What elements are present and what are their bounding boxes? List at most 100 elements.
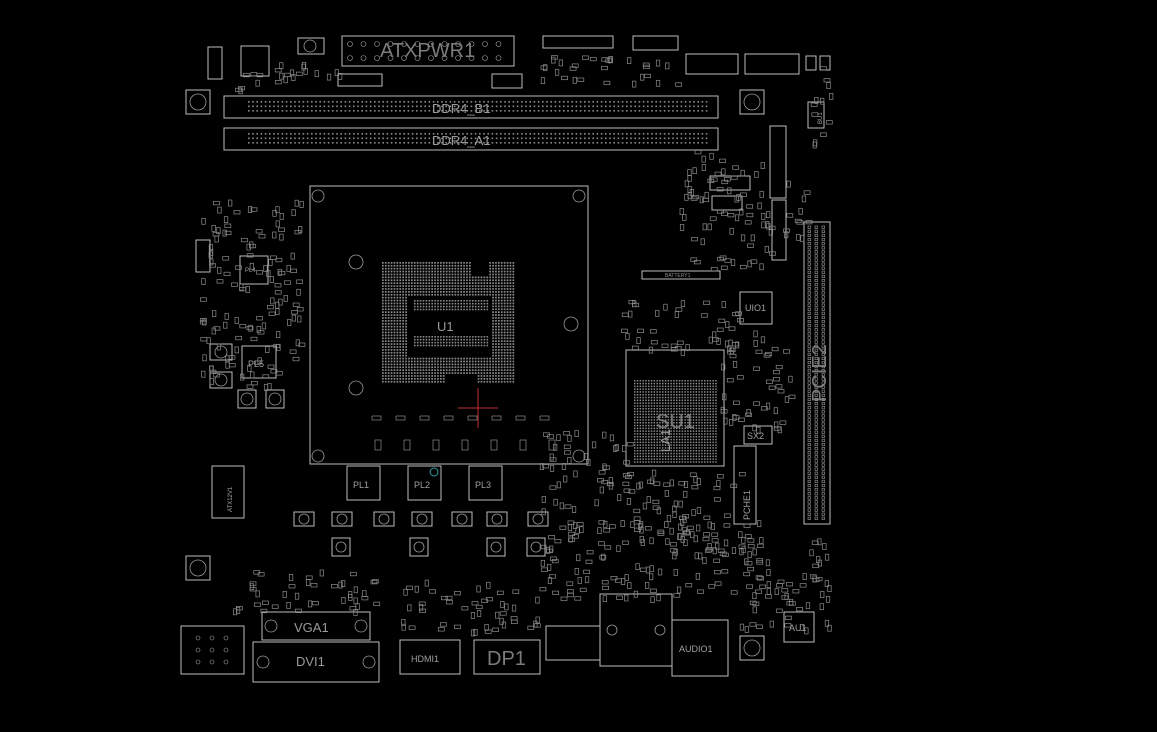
dimm-pin	[248, 101, 250, 103]
capacitor-ring	[335, 541, 347, 553]
cpu-land	[431, 264, 433, 267]
bios-label: BU1	[818, 112, 824, 124]
cpu-land	[483, 336, 486, 338]
cpu-land	[387, 264, 390, 267]
dimm-pin	[579, 133, 582, 135]
cpu-land	[498, 267, 500, 270]
smd-pad	[774, 588, 779, 595]
pch-ball	[701, 438, 703, 441]
dimm-pin	[504, 133, 506, 135]
dimm-pin	[546, 133, 548, 135]
smd-pad	[670, 548, 677, 553]
pch-ball	[650, 394, 653, 396]
smd-pad	[246, 243, 251, 251]
smd-pad	[759, 263, 764, 271]
dimm-pin	[642, 105, 645, 108]
pch-ball	[636, 408, 639, 410]
dimm-pin	[630, 137, 632, 140]
pch-ball	[695, 416, 698, 418]
pch-ball	[634, 405, 636, 407]
dimm-pin	[596, 142, 599, 144]
cpu-land	[419, 305, 422, 308]
pch-ball	[673, 447, 675, 449]
cpu-land	[509, 322, 512, 325]
smd-pad	[338, 581, 343, 589]
cpu-land	[463, 366, 465, 369]
pch-ball	[645, 455, 647, 458]
pcie-pin	[807, 303, 811, 307]
dimm-pin	[600, 142, 603, 144]
dimm-pin	[256, 133, 258, 135]
cpu-land	[492, 369, 494, 371]
pch-ball	[692, 436, 695, 438]
pch-header-label: PCHE1	[742, 490, 752, 520]
pch-ball	[664, 447, 667, 449]
cpu-land	[489, 267, 491, 270]
dimm-pin	[617, 137, 620, 140]
cpu-land	[457, 300, 460, 302]
pch-ball	[715, 450, 717, 452]
pch-ball	[667, 394, 670, 396]
dimm-pin	[689, 133, 691, 135]
smd-pad	[669, 479, 674, 487]
cpu-land	[390, 331, 393, 334]
cpu-land	[402, 264, 404, 267]
pch-ball	[715, 413, 717, 416]
smd-pad	[429, 589, 436, 594]
pcie-pin	[814, 238, 818, 242]
capacitor	[409, 537, 429, 557]
cpu-land	[498, 322, 500, 325]
dimm-pin	[550, 110, 552, 112]
pch-ball	[698, 402, 700, 404]
pch-ball	[715, 438, 717, 441]
dimm-pin	[285, 137, 288, 140]
pch-ball	[659, 396, 661, 399]
smd-pad	[201, 370, 206, 378]
cpu-land	[466, 341, 468, 344]
pch-ball	[690, 458, 692, 460]
smd-pad	[272, 209, 277, 217]
dimm-pin	[462, 142, 464, 144]
cpu-land	[460, 357, 462, 360]
cpu-land	[384, 320, 387, 322]
cpu-land	[382, 322, 384, 325]
smd-pad	[563, 444, 571, 449]
smd-pad	[208, 244, 214, 252]
smd-pad	[617, 494, 622, 501]
pch-ball	[715, 391, 717, 393]
pch-ball	[701, 444, 703, 446]
cpu-land	[440, 273, 442, 276]
smd-pad	[656, 594, 661, 602]
dimm-pin	[378, 133, 380, 135]
dimm-pin	[584, 133, 586, 135]
pch-ball	[636, 405, 639, 407]
smd-pad	[603, 521, 608, 528]
smd-pad	[225, 355, 230, 363]
cpu-land	[443, 341, 445, 344]
cpu-land	[390, 299, 393, 302]
pch-ball	[695, 394, 698, 396]
pch-ball	[704, 450, 706, 452]
cpu-land	[500, 305, 503, 308]
cpu-land	[384, 325, 387, 328]
cpu-land	[390, 360, 393, 363]
cpu-land	[492, 357, 494, 360]
pch-ball	[690, 380, 692, 382]
smd-pad	[692, 167, 697, 175]
pch-ball	[695, 444, 698, 446]
pch-ball	[667, 427, 670, 430]
cpu-land	[393, 325, 396, 328]
cpu-land	[440, 291, 442, 293]
atx-pin	[360, 55, 367, 61]
pch-ball	[706, 399, 709, 402]
pcie-pin	[814, 479, 818, 484]
cpu-land	[382, 273, 384, 276]
dimm-pin	[521, 133, 523, 135]
cpu-land	[411, 375, 413, 377]
cpu-land	[457, 270, 460, 273]
pch-ball	[648, 447, 650, 449]
cpu-land	[466, 305, 468, 308]
smd-pad	[723, 417, 728, 425]
cpu-land	[454, 363, 457, 366]
cpu-land	[512, 282, 515, 284]
